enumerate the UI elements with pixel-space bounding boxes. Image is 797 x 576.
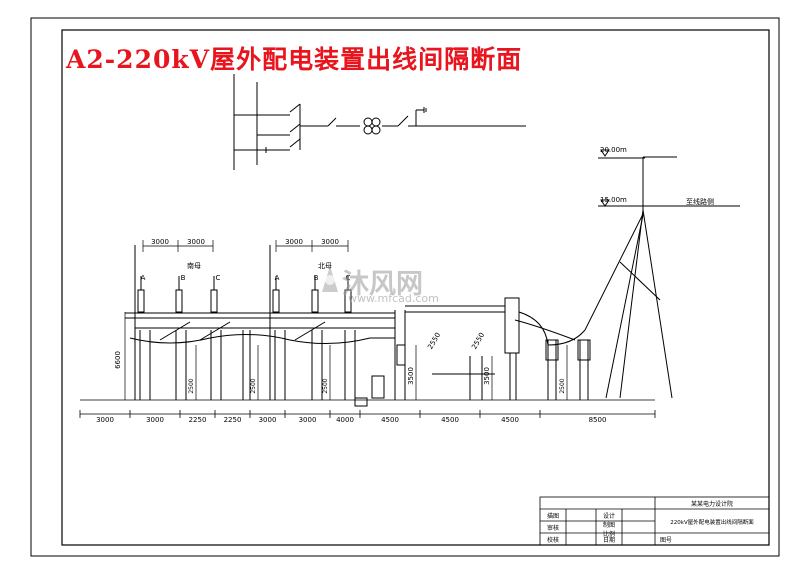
watermark-logo-icon [322,266,338,292]
watermark-text: 沐风网 [342,269,423,300]
outer-frame [30,17,780,557]
titleblock-drawing-name: 220kV屋外配电装置出线间隔断面 [670,518,754,526]
top-dims [142,240,349,252]
phase-label-right: C [346,274,351,282]
phase-label-right: B [314,274,319,282]
titleblock-no: 图号 [660,537,672,544]
inner-frame [61,29,770,546]
bottom-dim: 4500 [441,416,459,424]
height-support: 2500 [322,378,329,393]
level-top: 20.00m [600,146,627,154]
watermark-url: www.mfcad.com [348,292,439,305]
height-dims [124,312,568,400]
top-dim-right-2: 3000 [321,238,339,246]
bus-south-label: 南母 [187,261,201,270]
phase-label-left: A [141,274,146,282]
height-clear-left: 3500 [407,367,415,385]
top-dim-left-1: 3000 [151,238,169,246]
phase-label-left: B [181,274,186,282]
height-main: 6600 [114,351,122,369]
top-dim-right-1: 3000 [285,238,303,246]
level-mid: 15.00m [600,196,627,204]
bottom-dim-line [80,399,655,415]
bottom-dim: 8500 [589,416,607,424]
titleblock-company: 某某电力设计院 [691,500,733,508]
height-clear-mid: 3500 [483,367,491,385]
bottom-dim: 3000 [299,416,317,424]
title-block [539,496,770,546]
phase-label-right: A [275,274,280,282]
height-upper-1: 2550 [426,331,442,350]
level-markers [600,149,610,207]
height-support: 2500 [188,378,195,393]
page-title: A2-220kV屋外配电装置出线间隔断面 [66,45,523,74]
height-support: 2500 [559,378,566,393]
bottom-dim: 4500 [501,416,519,424]
bottom-dim: 3000 [146,416,164,424]
bottom-dim: 2250 [224,416,242,424]
bottom-dim: 3000 [96,416,114,424]
titleblock-role2: 设计 [603,512,615,520]
bus-north-label: 北母 [318,262,332,270]
bottom-dim: 4500 [381,416,399,424]
top-dim-left-2: 3000 [187,238,205,246]
bottom-dim: 4000 [336,416,354,424]
titleblock-date: 日期 [603,536,615,544]
titleblock-role: 校核 [547,536,559,544]
gantry-structures [125,245,591,407]
bottom-dim: 2250 [189,416,207,424]
titleblock-role2: 比例 [603,530,615,538]
to-line-label: 至线路侧 [686,197,714,206]
titleblock-role: 审核 [547,524,559,532]
titleblock-role2: 制图 [603,521,615,529]
height-support: 2500 [250,378,257,393]
outgoing-tower [547,156,740,399]
single-line-schematic [233,74,526,170]
height-upper-2: 2550 [470,331,486,350]
phase-label-left: C [216,274,221,282]
bottom-dim: 3000 [259,416,277,424]
bottom-dim-ticks [79,410,656,418]
titleblock-role: 描图 [547,512,559,520]
